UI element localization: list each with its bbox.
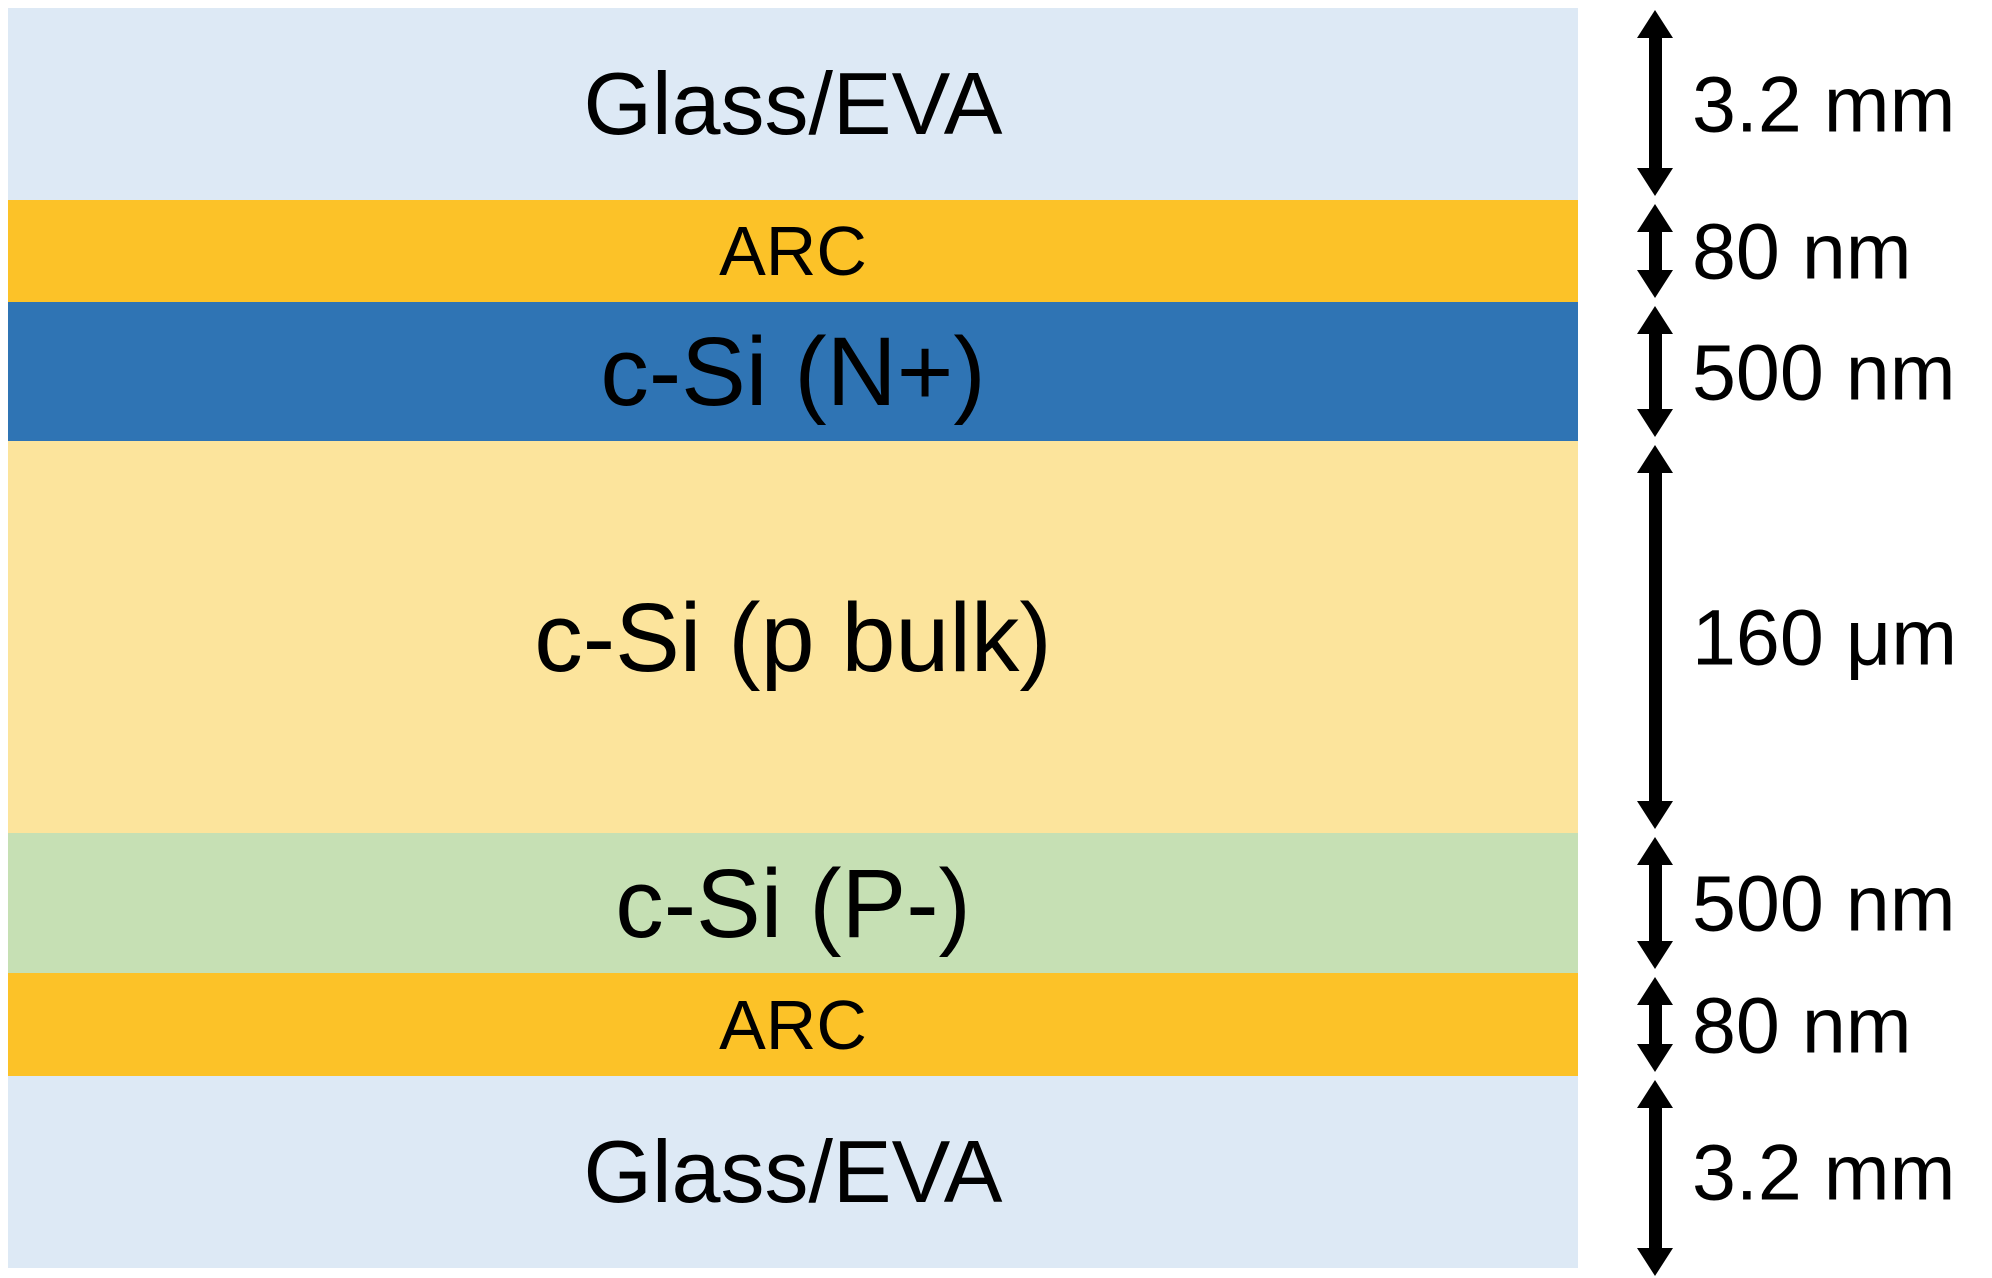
layer-label-glass-eva-top: Glass/EVA [583,54,1003,153]
arrowhead-up-icon [1637,1080,1673,1108]
dimension-label-csi-p-bulk: 160 μm [1692,592,1958,682]
arrowhead-up-icon [1637,837,1673,865]
double-arrow-icon [1637,977,1673,1072]
arrowhead-down-icon [1637,270,1673,298]
arrowhead-down-icon [1637,801,1673,829]
arrowhead-up-icon [1637,445,1673,473]
dimension-row-csi-n-plus: 500 nm [1578,302,1992,441]
dimension-row-csi-p-minus: 500 nm [1578,833,1992,973]
dimension-row-arc-bottom: 80 nm [1578,973,1992,1076]
dimension-row-glass-eva-top: 3.2 mm [1578,8,1992,200]
dimension-label-csi-n-plus: 500 nm [1692,327,1956,416]
layer-label-arc-top: ARC [719,212,867,290]
arrowhead-up-icon [1637,10,1673,38]
dimension-label-arc-bottom: 80 nm [1692,980,1912,1069]
arrow-shaft [1648,1005,1662,1044]
dimension-label-arc-top: 80 nm [1692,206,1912,296]
arrow-shaft [1648,38,1662,168]
arrow-shaft [1648,865,1662,941]
layer-arc-top: ARC [8,200,1578,302]
double-arrow-icon [1637,204,1673,298]
layer-arc-bottom: ARC [8,973,1578,1076]
dimension-column: 3.2 mm 80 nm 500 nm 160 μm 500 nm [1578,8,1992,1276]
layer-glass-eva-top: Glass/EVA [8,8,1578,200]
layer-csi-p-bulk: c-Si (p bulk) [8,441,1578,833]
layer-glass-eva-bottom: Glass/EVA [8,1076,1578,1268]
double-arrow-icon [1637,10,1673,196]
double-arrow-icon [1637,306,1673,437]
dimension-label-glass-eva-bottom: 3.2 mm [1692,1127,1956,1217]
arrow-shaft [1648,232,1662,270]
arrowhead-down-icon [1637,1044,1673,1072]
arrowhead-up-icon [1637,977,1673,1005]
arrow-shaft [1648,334,1662,409]
arrow-shaft [1648,1108,1662,1248]
arrowhead-down-icon [1637,168,1673,196]
dimension-label-csi-p-minus: 500 nm [1692,858,1956,948]
dimension-row-csi-p-bulk: 160 μm [1578,441,1992,833]
double-arrow-icon [1637,445,1673,829]
layer-csi-p-minus: c-Si (P-) [8,833,1578,973]
layer-label-glass-eva-bottom: Glass/EVA [583,1122,1003,1221]
arrowhead-down-icon [1637,409,1673,437]
arrowhead-up-icon [1637,204,1673,232]
layer-label-csi-p-minus: c-Si (P-) [615,848,971,958]
dimension-label-glass-eva-top: 3.2 mm [1692,59,1956,149]
arrowhead-down-icon [1637,941,1673,969]
layer-label-arc-bottom: ARC [719,985,867,1064]
layer-stack: Glass/EVA ARC c-Si (N+) c-Si (p bulk) c-… [8,8,1578,1268]
dimension-row-arc-top: 80 nm [1578,200,1992,302]
dimension-row-glass-eva-bottom: 3.2 mm [1578,1076,1992,1276]
double-arrow-icon [1637,837,1673,969]
arrowhead-down-icon [1637,1248,1673,1276]
layer-csi-n-plus: c-Si (N+) [8,302,1578,441]
arrow-shaft [1648,473,1662,801]
layer-label-csi-n-plus: c-Si (N+) [600,317,986,426]
arrowhead-up-icon [1637,306,1673,334]
layer-label-csi-p-bulk: c-Si (p bulk) [534,582,1052,692]
double-arrow-icon [1637,1080,1673,1276]
